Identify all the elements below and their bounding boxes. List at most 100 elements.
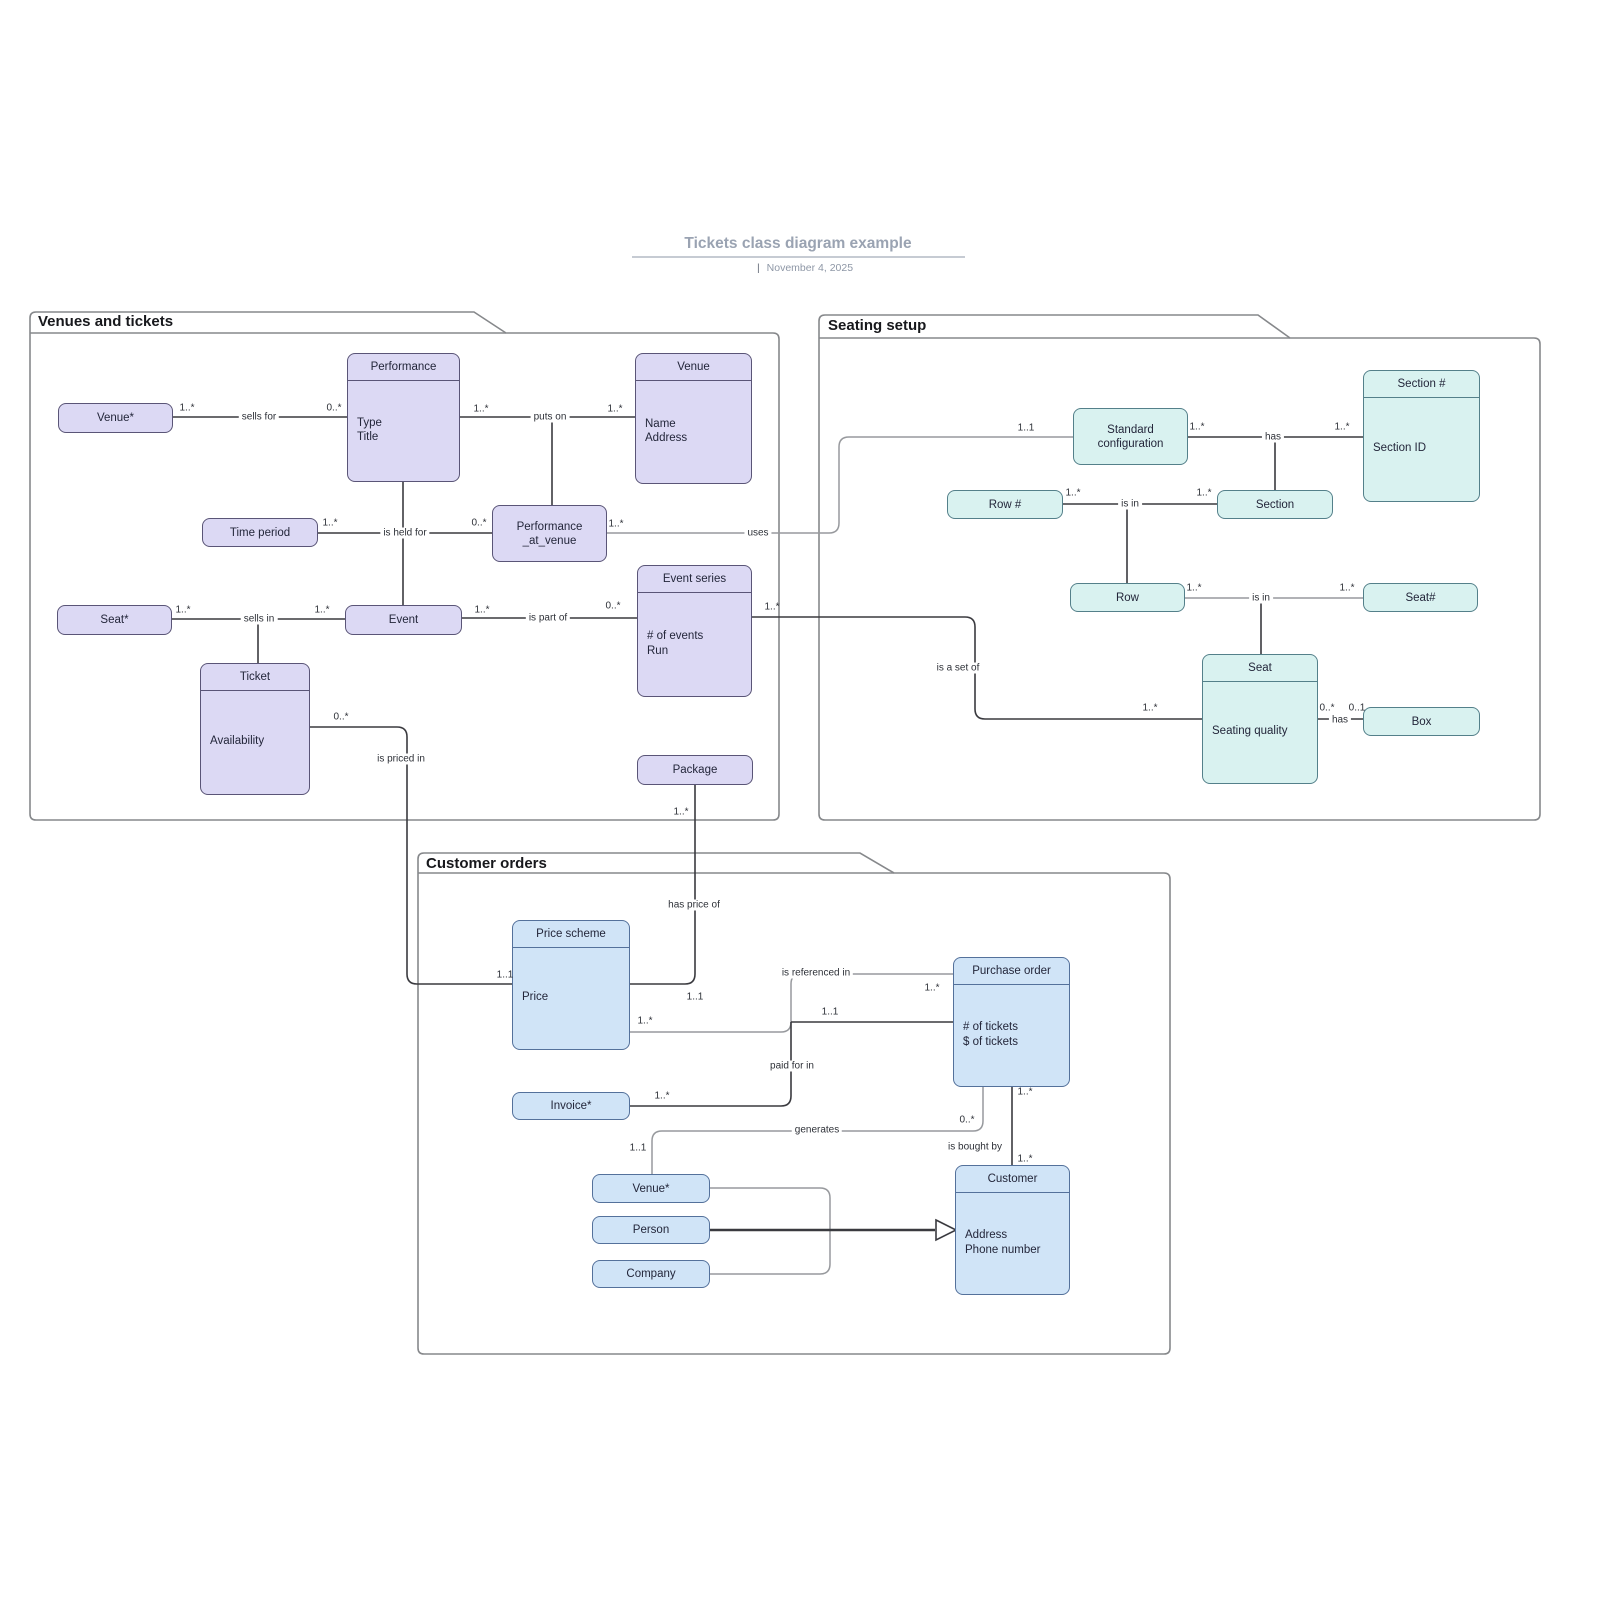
attribute-list: Price (522, 948, 625, 1047)
shape-name: Row # (988, 498, 1022, 511)
group-frame-seating[interactable] (818, 314, 1541, 821)
edge-is-priced-in (310, 726, 512, 985)
edge-label-isin1-m2: 1..* (1196, 487, 1212, 499)
attribute: # of tickets (963, 1021, 1018, 1033)
edge-label-part-of-m1: 1..* (474, 604, 490, 616)
edge-label-puts-on-m1: 1..* (473, 403, 489, 415)
edge-label-isin2: is in (1249, 592, 1273, 604)
attribute-list: # of tickets$ of tickets (963, 985, 1065, 1084)
edge-label-sells-in-m2: 1..* (314, 604, 330, 616)
page-date: | November 4, 2025 (640, 262, 970, 274)
shape-person[interactable]: Person (592, 1216, 710, 1244)
attribute: Seating quality (1212, 725, 1288, 738)
attribute: Section ID (1373, 442, 1427, 455)
shape-invoice-star[interactable]: Invoice* (512, 1092, 630, 1120)
shape-name: Section (1255, 498, 1295, 511)
shape-venue-star-bottom[interactable]: Venue* (592, 1174, 710, 1203)
class-header: Purchase order (954, 958, 1069, 985)
class-header: Event series (638, 566, 751, 593)
shape-row[interactable]: Row (1070, 583, 1185, 612)
shape-company[interactable]: Company (592, 1260, 710, 1288)
edge-label-priced: is priced in (374, 753, 428, 765)
attribute: Name (645, 417, 676, 430)
shape-row-number[interactable]: Row # (947, 490, 1063, 519)
edge-uses (607, 436, 1073, 534)
edge-label-generates-m2: 1..1 (629, 1142, 647, 1154)
edge-label-isin2-m2: 1..* (1339, 582, 1355, 594)
shape-name-line2: configuration (1097, 437, 1164, 450)
edge-label-uses-m2: 1..1 (1017, 422, 1035, 434)
group-title-customer: Customer orders (426, 855, 547, 872)
shape-name: Standard (1107, 423, 1154, 436)
attribute: Run (647, 644, 669, 657)
edge-label-has2-m2: 0..1 (1348, 702, 1366, 714)
shape-name: Performance (516, 520, 583, 533)
edge-label-sells-in-m1: 1..* (175, 604, 191, 616)
edge-label-setof-m1: 1..* (764, 601, 780, 613)
shape-name: Company (626, 1268, 676, 1280)
shape-name: Seat* (100, 614, 129, 626)
edge-label-has2-m1: 0..* (1319, 702, 1335, 714)
shape-seat-number[interactable]: Seat# (1363, 583, 1478, 612)
class-name: Event series (662, 573, 727, 585)
class-name: Ticket (239, 671, 271, 683)
shape-name: Venue* (632, 1182, 670, 1195)
edge-label-isin1: is in (1118, 498, 1142, 510)
edge-label-setof: is a set of (933, 662, 983, 674)
shape-name: Venue* (96, 412, 135, 424)
shape-seat-star[interactable]: Seat* (57, 605, 172, 635)
shape-name-line2: _at_venue (522, 534, 577, 547)
edge-label-sells-for: sells for (238, 411, 280, 423)
edge-label-priced-m1: 0..* (333, 711, 349, 723)
edge-label-priced-m2: 1..1 (496, 969, 514, 981)
attribute: Address (965, 1229, 1008, 1241)
page-title: Tickets class diagram example (684, 235, 912, 252)
shape-box[interactable]: Box (1363, 707, 1480, 736)
shape-venue-star-top[interactable]: Venue* (58, 403, 173, 433)
generalization-arrowhead-icon (935, 1218, 958, 1242)
shape-performance-at-venue[interactable]: Performance_at_venue (492, 505, 607, 562)
shape-name: Time period (229, 526, 291, 539)
shape-name: Event (388, 614, 419, 626)
edge-label-has1: has (1261, 431, 1285, 443)
class-name: Venue (677, 361, 710, 373)
edge-paid-for-in (630, 1022, 792, 1107)
attribute: Price (522, 991, 549, 1004)
edge-label-setof-m2: 1..* (1142, 702, 1158, 714)
class-header: Venue (636, 354, 751, 381)
class-name: Section # (1397, 378, 1446, 390)
edge-label-paidforin-m1: 1..* (654, 1090, 670, 1102)
class-purchase-order[interactable]: Purchase order# of tickets$ of tickets (953, 957, 1070, 1087)
date-separator: | (756, 262, 760, 274)
shape-section[interactable]: Section (1217, 490, 1333, 519)
attribute: Availability (210, 735, 265, 748)
class-section-number[interactable]: Section # Section ID (1363, 370, 1480, 502)
edge-label-refin: is referenced in (778, 967, 854, 979)
edge-label-has1-m2: 1..* (1334, 421, 1350, 433)
date-text: November 4, 2025 (766, 262, 854, 274)
edge-label-haspriceof-m2: 1..1 (686, 991, 704, 1003)
shape-event[interactable]: Event (345, 605, 462, 635)
shape-name: Seat# (1405, 591, 1436, 604)
edge-label-puts-on: puts on (530, 411, 570, 423)
edge-label-part-of: is part of (525, 612, 571, 624)
edge-label-puts-on-m2: 1..* (607, 403, 623, 415)
class-name: Price scheme (536, 928, 606, 940)
edge-label-haspriceof: has price of (665, 899, 723, 911)
shape-time-period[interactable]: Time period (202, 518, 318, 547)
shape-package[interactable]: Package (637, 755, 753, 785)
edge-label-held-for: is held for (380, 527, 430, 539)
attribute: Title (357, 431, 379, 443)
edge-label-part-of-m2: 0..* (605, 600, 621, 612)
